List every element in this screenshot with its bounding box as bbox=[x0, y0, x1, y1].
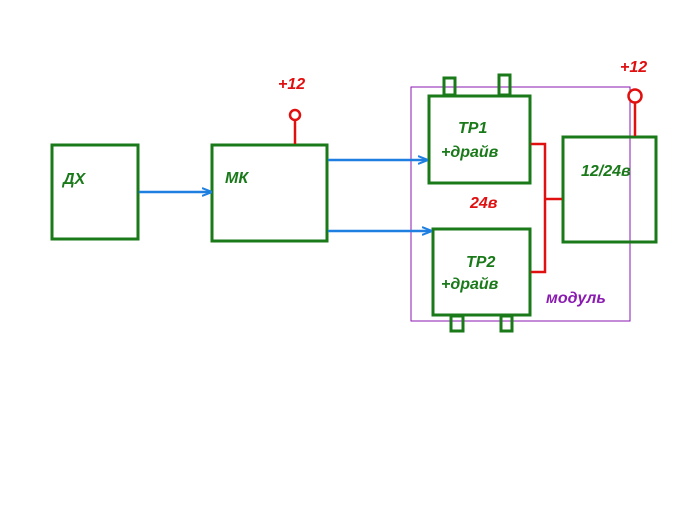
tr1-driver-label: +драйв bbox=[441, 144, 499, 161]
tr2-block bbox=[431, 227, 532, 317]
mk-block bbox=[210, 143, 329, 243]
tr2-terminals bbox=[449, 314, 514, 333]
plus12-mk-terminal bbox=[288, 108, 302, 144]
dh-block bbox=[50, 143, 140, 241]
plus12-mk-label: +12 bbox=[278, 76, 305, 93]
24v-label: 24в bbox=[469, 195, 498, 212]
tr2-label: ТР2 bbox=[466, 254, 495, 271]
tr1-block bbox=[427, 94, 532, 185]
mk-label: МК bbox=[225, 170, 249, 187]
module-label: модуль bbox=[546, 290, 606, 307]
psu-label: 12/24в bbox=[581, 163, 631, 180]
psu-block bbox=[561, 135, 658, 244]
tr1-terminals bbox=[442, 73, 512, 97]
plus12-psu-label: +12 bbox=[620, 59, 647, 76]
tr1-label: ТР1 bbox=[458, 120, 487, 137]
dh-label: ДХ bbox=[61, 171, 87, 188]
plus12-psu-terminal bbox=[627, 88, 643, 136]
tr2-driver-label: +драйв bbox=[441, 276, 499, 293]
24v-bus bbox=[531, 142, 562, 274]
module-boundary bbox=[410, 86, 631, 322]
